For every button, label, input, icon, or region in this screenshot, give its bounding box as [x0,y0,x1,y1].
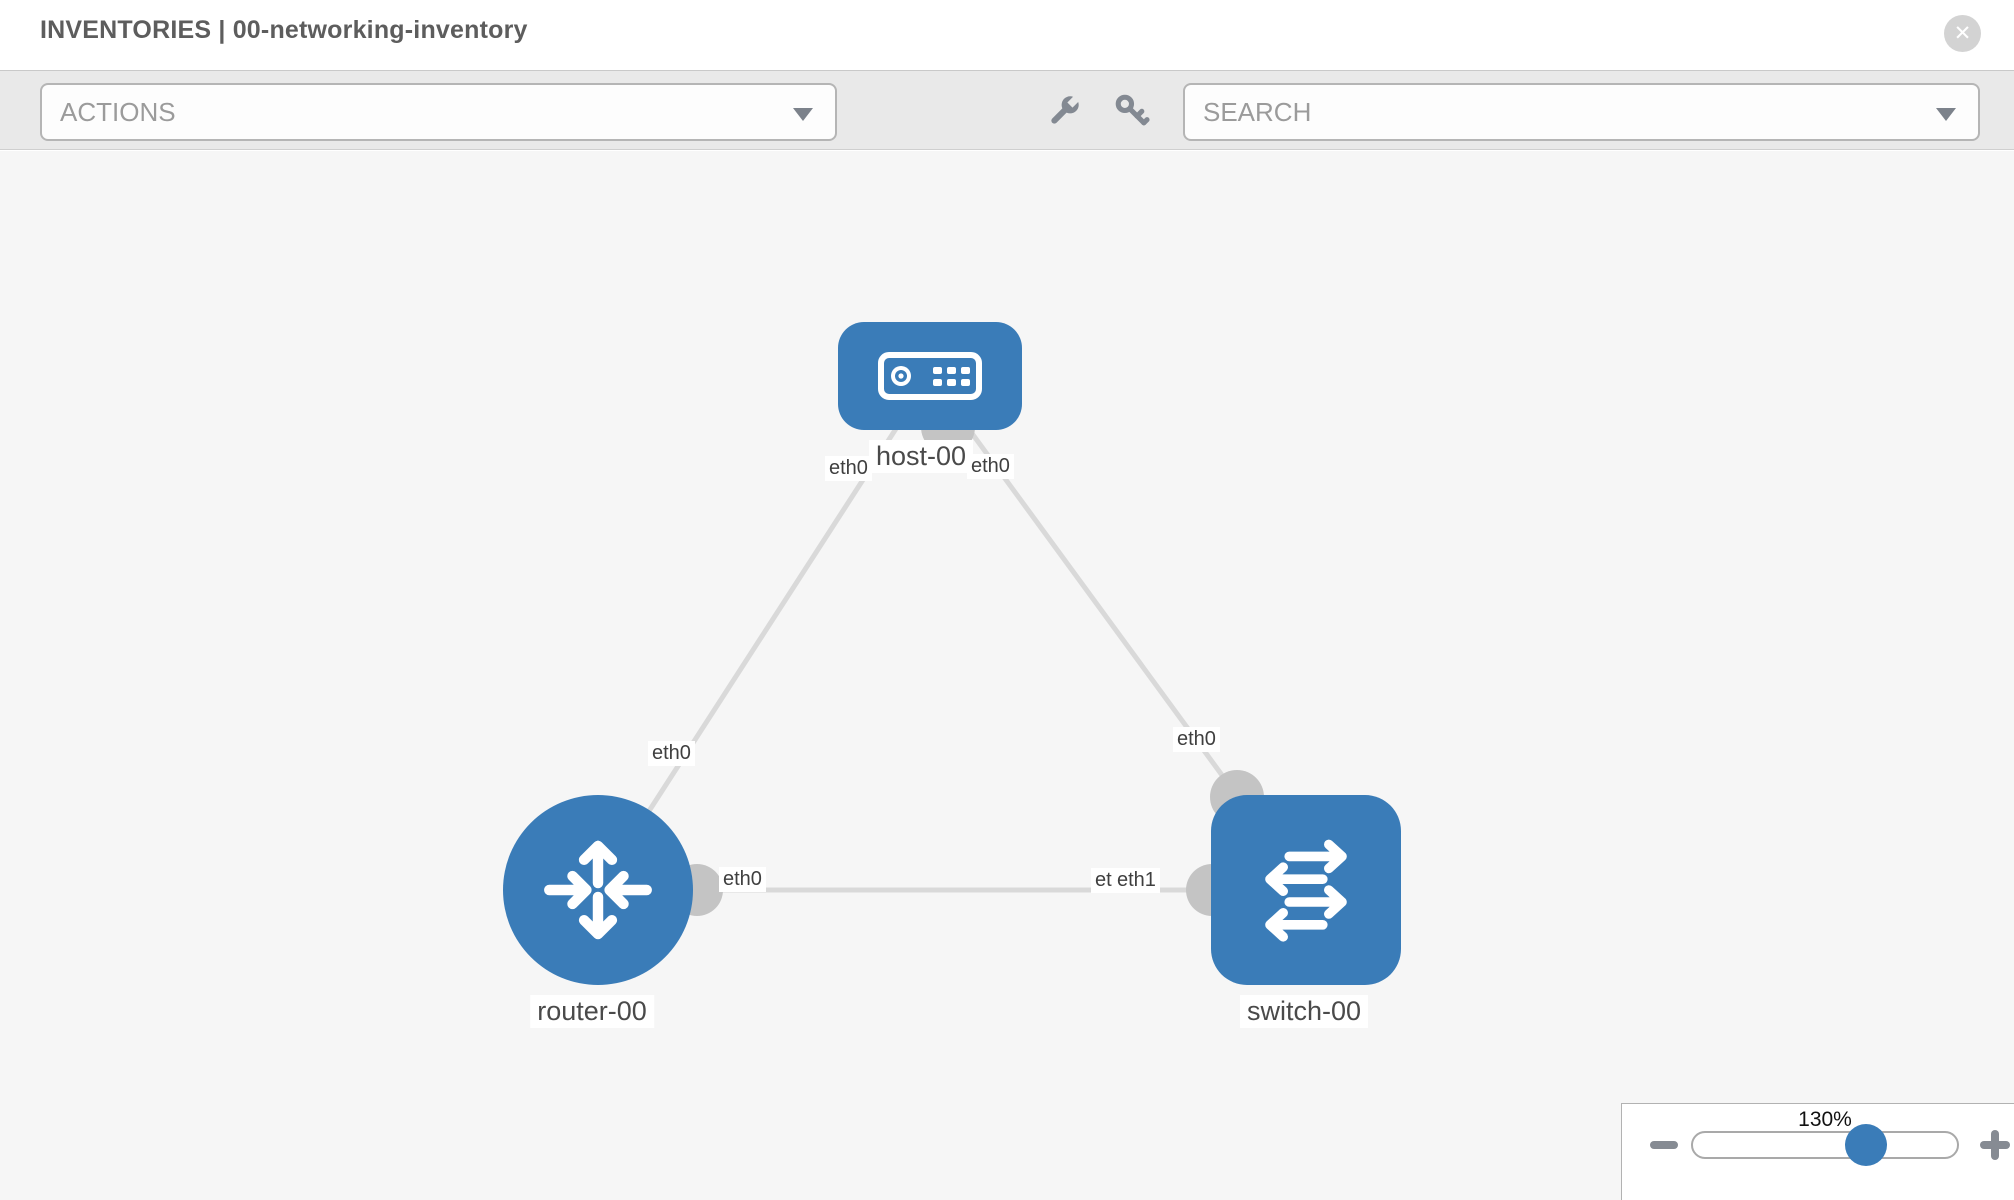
node-router-00[interactable] [503,795,693,985]
search-input-placeholder: SEARCH [1203,97,1312,127]
close-icon: ✕ [1953,22,1972,45]
actions-dropdown[interactable]: ACTIONS [40,83,837,141]
chevron-down-icon [793,108,813,121]
topology-links-layer [595,374,1309,916]
zoom-slider-track[interactable] [1691,1124,1959,1166]
interface-label-switch-link-eth0: eth0 [1173,727,1220,752]
node-label-router-00: router-00 [530,995,654,1028]
page-title: INVENTORIES | 00-networking-inventory [40,16,528,44]
actions-dropdown-label: ACTIONS [60,97,176,127]
zoom-panel: 130% [1621,1103,2014,1200]
key-button[interactable] [1112,92,1152,132]
key-icon [1115,94,1150,126]
interface-label-switch-eth1-front: eth1 [1113,868,1160,893]
wrench-icon [1051,94,1081,124]
search-dropdown[interactable]: SEARCH [1183,83,1980,141]
toolbar: ACTIONS [0,71,2014,150]
topology-canvas[interactable]: host-00 router-00 switch-00 eth0 eth0 et… [0,151,2014,1200]
zoom-level-value: 130% [1798,1108,1852,1131]
header: INVENTORIES | 00-networking-inventory ✕ [0,0,2014,71]
tools-button[interactable] [1044,92,1084,132]
zoom-in-button plus-icon[interactable] [1980,1130,2010,1160]
router-arrows-icon [544,840,652,940]
node-label-host-00: host-00 [868,440,974,473]
node-label-switch-00: switch-00 [1239,995,1369,1028]
host-device-icon [878,352,982,400]
toolbar-icon-group [1044,92,1152,132]
zoom-slider-handle[interactable] [1845,1124,1887,1166]
zoom-out-button minus-icon[interactable] [1650,1141,1678,1149]
close-button[interactable]: ✕ [1944,15,1981,52]
switch-arrows-icon [1265,839,1347,942]
interface-label-host-eth0-right: eth0 [967,454,1014,479]
node-host-00[interactable] [838,322,1022,430]
interface-label-router-eth0: eth0 [719,867,766,892]
node-switch-00[interactable] [1211,795,1401,985]
chevron-down-icon [1936,108,1956,121]
interface-label-router-link-eth0: eth0 [648,741,695,766]
interface-label-host-eth0-left: eth0 [825,456,872,481]
